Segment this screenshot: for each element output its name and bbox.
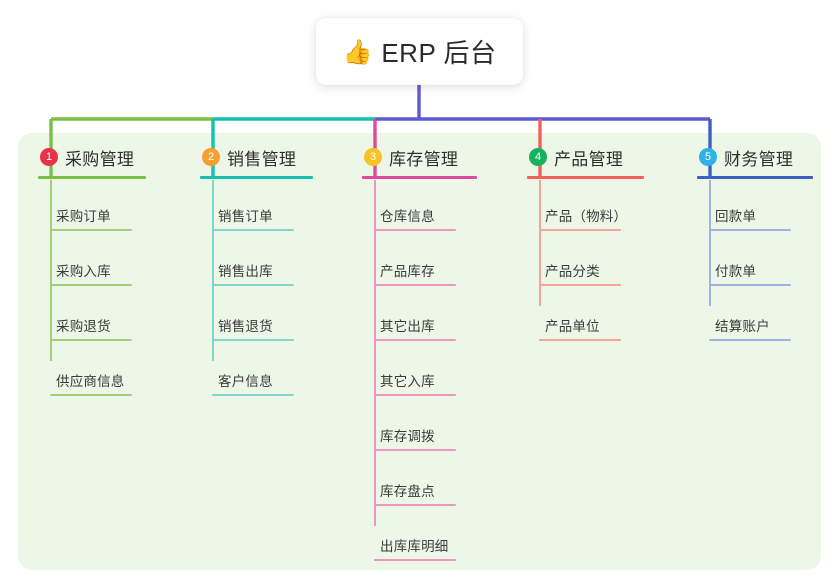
leaf-item[interactable]: 产品分类 (527, 260, 621, 286)
leaf-underline (50, 394, 132, 396)
branch-header-5[interactable]: 5 财务管理 (697, 144, 813, 170)
branch-header-4[interactable]: 4 产品管理 (527, 144, 644, 170)
leaf-underline (374, 559, 456, 561)
leaf-item[interactable]: 产品（物料） (527, 205, 627, 231)
leaf-underline (50, 284, 132, 286)
leaf-item[interactable]: 供应商信息 (38, 370, 132, 396)
branch-badge-3: 3 (364, 148, 382, 166)
leaf-list-4: 产品（物料） 产品分类产品单位 (527, 179, 644, 344)
leaf-item[interactable]: 产品单位 (527, 315, 621, 341)
leaf-label: 产品（物料） (545, 209, 628, 224)
root-node-content: 👍 ERP 后台 (342, 33, 496, 70)
leaf-list-2: 销售订单销售出库销售退货客户信息 (200, 179, 313, 399)
leaf-underline (709, 229, 791, 231)
branch-badge-1: 1 (40, 148, 58, 166)
leaf-underline (709, 284, 791, 286)
leaf-label: 供应商信息 (56, 374, 125, 389)
leaf-item[interactable]: 出库库明细 (362, 535, 456, 561)
leaf-underline (374, 284, 456, 286)
branch-underline-2 (200, 176, 313, 179)
leaf-label: 客户信息 (218, 374, 273, 389)
root-node[interactable]: 👍 ERP 后台 (316, 18, 523, 85)
leaf-item[interactable]: 其它出库 (362, 315, 456, 341)
branch-label-1: 采购管理 (65, 149, 135, 169)
leaf-label: 库存盘点 (380, 484, 435, 499)
leaf-item[interactable]: 采购退货 (38, 315, 132, 341)
leaf-item[interactable]: 销售订单 (200, 205, 294, 231)
leaf-underline (212, 229, 294, 231)
leaf-list-3: 仓库信息产品库存其它出库其它入库库存调拨库存盘点出库库明细 (362, 179, 477, 564)
leaf-item[interactable]: 产品库存 (362, 260, 456, 286)
leaf-label: 仓库信息 (380, 209, 435, 224)
leaf-label: 其它入库 (380, 374, 435, 389)
branch-label-2: 销售管理 (227, 149, 297, 169)
leaf-item[interactable]: 回款单 (697, 205, 791, 231)
leaf-underline (212, 284, 294, 286)
leaf-item[interactable]: 采购入库 (38, 260, 132, 286)
branch-column-2: 2 销售管理销售订单销售出库销售退货客户信息 (200, 144, 313, 399)
leaf-list-1: 采购订单采购入库采购退货供应商信息 (38, 179, 146, 399)
leaf-label: 产品分类 (545, 264, 600, 279)
branch-underline-3 (362, 176, 477, 179)
branch-label-3: 库存管理 (389, 149, 459, 169)
leaf-underline (709, 339, 791, 341)
leaf-list-5: 回款单付款单结算账户 (697, 179, 813, 344)
branch-column-4: 4 产品管理产品（物料） 产品分类产品单位 (527, 144, 644, 344)
branch-column-5: 5 财务管理回款单付款单结算账户 (697, 144, 813, 344)
branch-badge-4: 4 (529, 148, 547, 166)
branch-underline-4 (527, 176, 644, 179)
leaf-item[interactable]: 其它入库 (362, 370, 456, 396)
branch-badge-5: 5 (699, 148, 717, 166)
leaf-underline (374, 339, 456, 341)
leaf-underline (374, 394, 456, 396)
thumbs-up-icon: 👍 (342, 37, 373, 66)
branch-underline-5 (697, 176, 813, 179)
branch-header-3[interactable]: 3 库存管理 (362, 144, 477, 170)
branch-label-4: 产品管理 (554, 149, 624, 169)
leaf-label: 销售出库 (218, 264, 273, 279)
leaf-item[interactable]: 付款单 (697, 260, 791, 286)
leaf-label: 采购订单 (56, 209, 111, 224)
leaf-underline (374, 449, 456, 451)
leaf-underline (50, 229, 132, 231)
leaf-item[interactable]: 库存调拨 (362, 425, 456, 451)
leaf-item[interactable]: 结算账户 (697, 315, 791, 341)
leaf-label: 采购退货 (56, 319, 111, 334)
leaf-item[interactable]: 客户信息 (200, 370, 294, 396)
leaf-label: 采购入库 (56, 264, 111, 279)
leaf-underline (539, 284, 621, 286)
leaf-label: 库存调拨 (380, 429, 435, 444)
leaf-label: 销售退货 (218, 319, 273, 334)
leaf-label: 回款单 (715, 209, 757, 224)
branch-label-5: 财务管理 (724, 149, 794, 169)
branch-column-1: 1 采购管理采购订单采购入库采购退货供应商信息 (38, 144, 146, 399)
leaf-label: 付款单 (715, 264, 757, 279)
leaf-underline (539, 229, 621, 231)
leaf-underline (539, 339, 621, 341)
leaf-underline (212, 394, 294, 396)
leaf-item[interactable]: 库存盘点 (362, 480, 456, 506)
branch-badge-2: 2 (202, 148, 220, 166)
leaf-underline (212, 339, 294, 341)
leaf-label: 产品单位 (545, 319, 600, 334)
leaf-label: 其它出库 (380, 319, 435, 334)
leaf-underline (374, 229, 456, 231)
leaf-label: 产品库存 (380, 264, 435, 279)
leaf-item[interactable]: 仓库信息 (362, 205, 456, 231)
leaf-underline (374, 504, 456, 506)
branch-header-2[interactable]: 2 销售管理 (200, 144, 313, 170)
branch-header-1[interactable]: 1 采购管理 (38, 144, 146, 170)
leaf-label: 结算账户 (715, 319, 770, 334)
leaf-item[interactable]: 采购订单 (38, 205, 132, 231)
root-title: ERP 后台 (381, 38, 497, 68)
leaf-underline (50, 339, 132, 341)
leaf-label: 销售订单 (218, 209, 273, 224)
leaf-label: 出库库明细 (380, 539, 449, 554)
branch-column-3: 3 库存管理仓库信息产品库存其它出库其它入库库存调拨库存盘点出库库明细 (362, 144, 477, 564)
leaf-item[interactable]: 销售出库 (200, 260, 294, 286)
leaf-item[interactable]: 销售退货 (200, 315, 294, 341)
branch-underline-1 (38, 176, 146, 179)
branches-panel (18, 133, 821, 570)
